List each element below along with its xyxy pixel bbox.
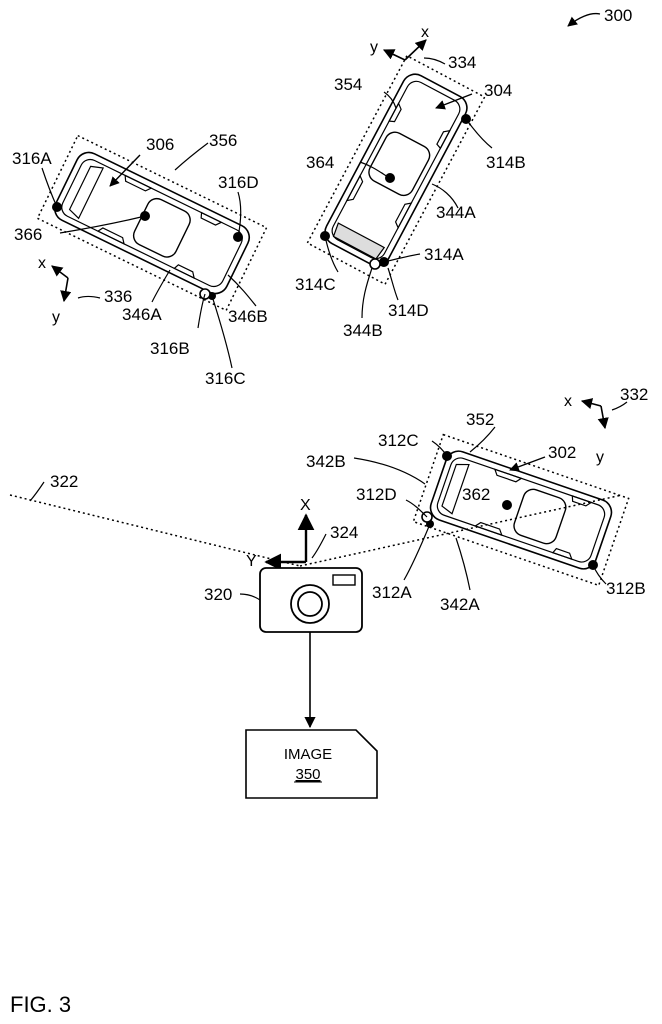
image-title: IMAGE <box>284 746 332 763</box>
figure-ref-label: 300 <box>604 6 632 25</box>
vehicle-306: x y 316A 306 356 316D 366 336 346A 346B … <box>12 131 268 388</box>
figure-caption: FIG. 3 <box>10 992 71 1017</box>
label-362: 362 <box>462 485 490 504</box>
label-342B: 342B <box>306 452 346 471</box>
label-322: 322 <box>50 472 78 491</box>
center-point-362 <box>502 500 512 510</box>
label-304: 304 <box>484 81 512 100</box>
camera-axis-y-label: Y <box>246 553 257 570</box>
label-356: 356 <box>209 131 237 150</box>
label-302: 302 <box>548 443 576 462</box>
label-332: 332 <box>620 385 648 404</box>
label-346A: 346A <box>122 305 162 324</box>
label-312D: 312D <box>356 485 397 504</box>
center-point-364 <box>385 173 395 183</box>
label-364: 364 <box>306 153 334 172</box>
label-352: 352 <box>466 410 494 429</box>
bounding-box-356 <box>37 136 266 311</box>
vehicle-304: x y 334 354 304 314B 364 344A 314A 314C … <box>295 24 526 340</box>
image-ref: 350 <box>295 766 320 783</box>
label-336: 336 <box>104 287 132 306</box>
label-342A: 342A <box>440 595 480 614</box>
axis-x-label-332: x <box>564 393 572 410</box>
label-314C: 314C <box>295 275 336 294</box>
label-314A: 314A <box>424 245 464 264</box>
label-312C: 312C <box>378 431 419 450</box>
label-314B: 314B <box>486 153 526 172</box>
label-354: 354 <box>334 75 362 94</box>
corner-314D <box>370 259 380 269</box>
center-point-366 <box>140 211 150 221</box>
camera-axis-x-label: X <box>300 497 311 514</box>
axis-y-label-332: y <box>596 449 604 466</box>
label-366: 366 <box>14 225 42 244</box>
axis-x-label-336: x <box>38 255 46 272</box>
label-324: 324 <box>330 523 358 542</box>
label-320: 320 <box>204 585 232 604</box>
label-346B: 346B <box>228 307 268 326</box>
label-316D: 316D <box>218 173 259 192</box>
label-316C: 316C <box>205 369 246 388</box>
label-344B: 344B <box>343 321 383 340</box>
label-312A: 312A <box>372 583 412 602</box>
axis-x-label-334: x <box>421 24 429 41</box>
axis-y-label-334: y <box>370 39 378 56</box>
label-314D: 314D <box>388 301 429 320</box>
label-334: 334 <box>448 53 476 72</box>
label-306: 306 <box>146 135 174 154</box>
label-312B: 312B <box>606 579 646 598</box>
camera-320: X Y 324 320 <box>204 497 362 727</box>
label-344A: 344A <box>436 203 476 222</box>
figure-reference: 300 <box>568 6 632 26</box>
axis-y-label-336: y <box>52 309 60 326</box>
image-document-shape <box>246 730 377 798</box>
image-350: IMAGE 350 <box>246 730 377 798</box>
label-316A: 316A <box>12 149 52 168</box>
label-316B: 316B <box>150 339 190 358</box>
